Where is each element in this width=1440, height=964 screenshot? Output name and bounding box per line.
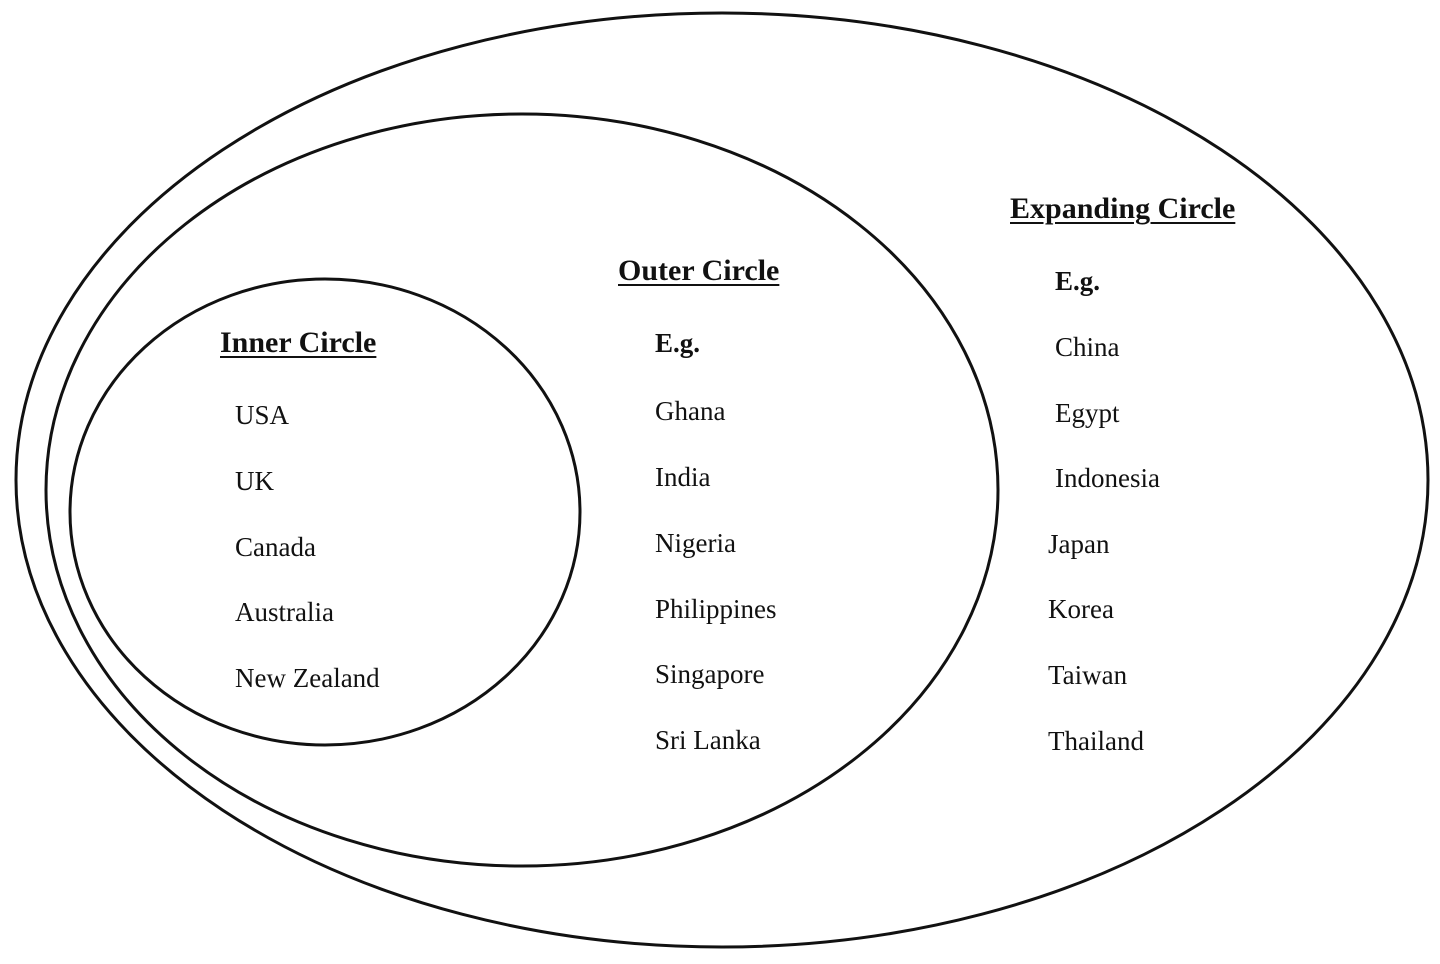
inner-country: UK (235, 466, 274, 496)
expanding-country: Indonesia (1055, 463, 1160, 493)
inner-country: Canada (235, 532, 316, 562)
expanding-circle-heading: Expanding Circle (1010, 192, 1236, 225)
expanding-country: China (1055, 332, 1120, 362)
outer-country: Sri Lanka (655, 725, 761, 755)
expanding-eg-label: E.g. (1055, 266, 1101, 296)
outer-circle-ring (44, 112, 1000, 868)
expanding-country: Egypt (1055, 398, 1120, 428)
outer-country: Nigeria (655, 528, 736, 558)
inner-circle-ring (68, 277, 582, 747)
outer-country: Singapore (655, 659, 765, 689)
expanding-circle-ring (14, 11, 1430, 949)
inner-country: Australia (235, 597, 334, 627)
outer-country: Philippines (655, 594, 777, 624)
outer-circle-heading: Outer Circle (618, 254, 780, 287)
outer-country: India (655, 462, 711, 492)
inner-country: USA (235, 400, 290, 430)
inner-circle-heading: Inner Circle (220, 326, 377, 359)
expanding-country: Korea (1048, 594, 1114, 624)
expanding-country: Thailand (1048, 726, 1144, 756)
outer-eg-label: E.g. (655, 328, 701, 358)
inner-country: New Zealand (235, 663, 380, 693)
outer-country: Ghana (655, 396, 726, 426)
expanding-country: Taiwan (1048, 660, 1128, 690)
expanding-country: Japan (1048, 529, 1110, 559)
